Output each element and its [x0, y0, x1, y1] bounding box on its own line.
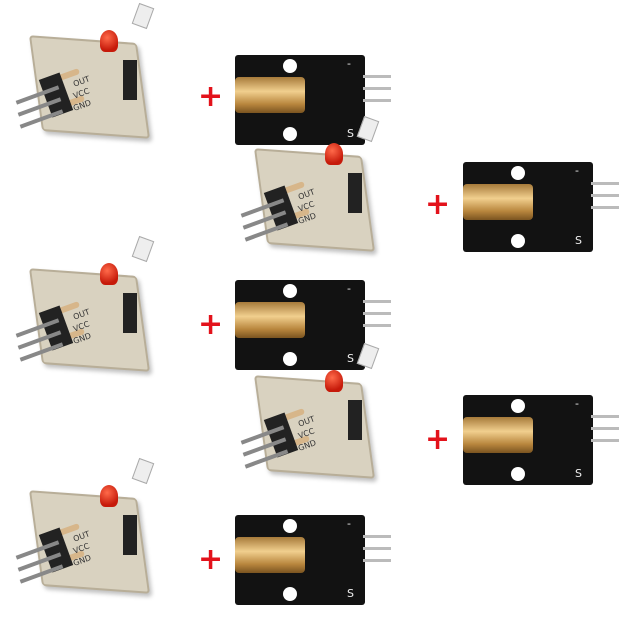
pins [363, 75, 391, 111]
ground-label: - [347, 517, 351, 530]
laser-diode-lens [235, 537, 305, 573]
sensor-header [348, 400, 362, 440]
mount-hole [283, 587, 297, 601]
red-led [100, 263, 118, 285]
pins [363, 300, 391, 336]
laser-sensor [356, 342, 380, 370]
plus-sign: + [425, 187, 451, 222]
laser-transmitter-module: - S [463, 162, 619, 252]
mount-hole [283, 59, 297, 73]
red-led [100, 30, 118, 52]
laser-receiver-module: OUT VCC GND [15, 2, 165, 155]
ground-label: - [575, 397, 579, 410]
signal-label: S [347, 127, 354, 140]
signal-label: S [347, 587, 354, 600]
signal-label: S [575, 467, 582, 480]
plus-sign: + [198, 79, 224, 114]
laser-transmitter-module: - S [235, 280, 391, 370]
mount-hole [283, 284, 297, 298]
laser-transmitter-module: - S [235, 55, 391, 145]
mount-hole [283, 352, 297, 366]
red-led [325, 370, 343, 392]
plus-sign: + [425, 422, 451, 457]
plus-sign: + [198, 542, 224, 577]
laser-diode-lens [463, 417, 533, 453]
laser-receiver-module: OUT VCC GND [15, 457, 165, 610]
plus-sign: + [198, 307, 224, 342]
laser-sensor [131, 235, 155, 263]
ground-label: - [575, 164, 579, 177]
laser-receiver-module: OUT VCC GND [15, 235, 165, 388]
laser-receiver-module: OUT VCC GND [240, 342, 390, 495]
sensor-header [123, 515, 137, 555]
mount-hole [511, 467, 525, 481]
laser-sensor [131, 2, 155, 30]
mount-hole [283, 519, 297, 533]
laser-transmitter-module: - S [235, 515, 391, 605]
pins [363, 535, 391, 571]
laser-sensor [356, 115, 380, 143]
laser-transmitter-module: - S [463, 395, 619, 485]
laser-sensor [131, 457, 155, 485]
pins [591, 182, 619, 218]
red-led [100, 485, 118, 507]
sensor-header [348, 173, 362, 213]
ground-label: - [347, 282, 351, 295]
ground-label: - [347, 57, 351, 70]
laser-diode-lens [463, 184, 533, 220]
sensor-header [123, 293, 137, 333]
laser-diode-lens [235, 302, 305, 338]
red-led [325, 143, 343, 165]
mount-hole [511, 234, 525, 248]
mount-hole [511, 399, 525, 413]
mount-hole [283, 127, 297, 141]
pins [591, 415, 619, 451]
signal-label: S [347, 352, 354, 365]
laser-receiver-module: OUT VCC GND [240, 115, 390, 268]
signal-label: S [575, 234, 582, 247]
sensor-header [123, 60, 137, 100]
laser-diode-lens [235, 77, 305, 113]
mount-hole [511, 166, 525, 180]
